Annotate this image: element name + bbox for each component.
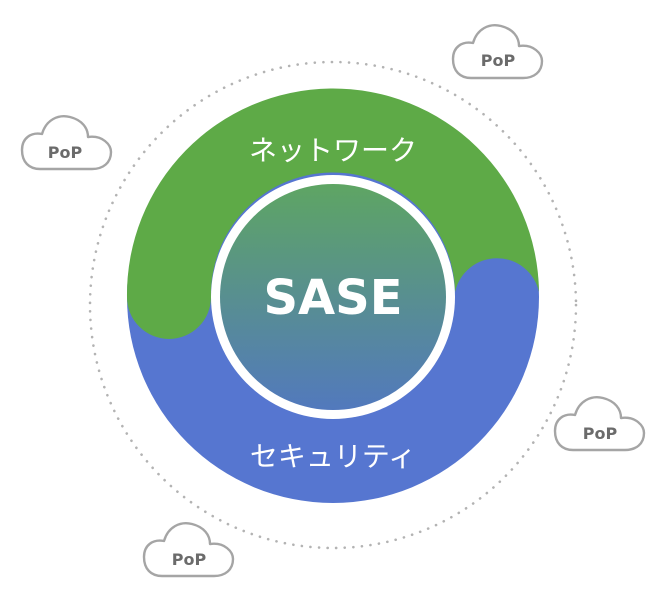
pop-label: PoP: [172, 550, 207, 569]
pop-label: PoP: [481, 51, 516, 70]
pop-cloud-right: PoP: [553, 396, 646, 452]
security-label: セキュリティ: [250, 440, 416, 473]
pop-cloud-top-right: PoP: [451, 24, 544, 80]
orbit-ring: [88, 60, 578, 550]
sase-center-label: SASE: [263, 270, 402, 326]
sase-center-circle: [220, 184, 446, 410]
cloud-icon: [451, 24, 544, 80]
cloud-icon: [20, 115, 113, 171]
pop-label: PoP: [48, 143, 83, 162]
pop-cloud-top-left: PoP: [20, 115, 113, 171]
cloud-icon: [142, 522, 235, 578]
network-label: ネットワーク: [249, 134, 417, 167]
cloud-icon: [553, 396, 646, 452]
pop-label: PoP: [583, 424, 618, 443]
network-segment: [126, 88, 539, 339]
pop-cloud-bottom: PoP: [142, 522, 235, 578]
